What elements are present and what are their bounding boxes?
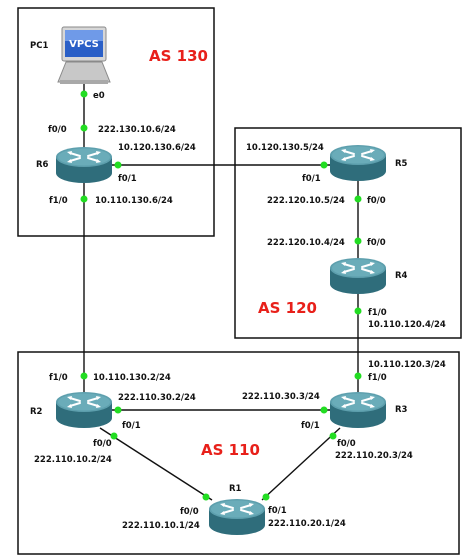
r1-f01-ip: 222.110.20.1/24	[268, 519, 346, 529]
pc1-name: PC1	[30, 41, 48, 51]
port-dot	[80, 124, 88, 132]
port-dot	[262, 493, 270, 501]
r2-f01-ip: 222.110.30.2/24	[118, 393, 196, 403]
router-r3[interactable]	[329, 391, 387, 429]
port-dot	[354, 237, 362, 245]
as110-boundary	[17, 351, 460, 555]
port-dots	[80, 90, 362, 501]
r5-name: R5	[395, 159, 408, 169]
pc1-device[interactable]: VPCS PC1	[30, 26, 111, 84]
r1-name: R1	[229, 484, 242, 494]
port-dot	[320, 406, 328, 414]
r2-f00-ip: 222.110.10.2/24	[34, 455, 112, 465]
port-dot	[354, 307, 362, 315]
link-r2-r1	[99, 427, 213, 501]
r3-f01-label: f0/1	[301, 421, 320, 431]
port-dot	[354, 195, 362, 203]
port-dot	[329, 432, 337, 440]
router-r4[interactable]	[329, 257, 387, 295]
router-icon	[55, 146, 113, 184]
port-dot	[320, 161, 328, 169]
r6-f10-label: f1/0	[49, 196, 68, 206]
r3-f10-label: f1/0	[368, 373, 387, 383]
port-dot	[354, 372, 362, 380]
interface-labels: e0 f0/0 222.130.10.6/24 10.120.130.6/24 …	[34, 91, 446, 531]
port-dot	[202, 493, 210, 501]
r6-f10-ip: 10.110.130.6/24	[95, 196, 173, 206]
pc1-screen-text: VPCS	[69, 39, 99, 50]
r2-f00-label: f0/0	[93, 439, 112, 449]
port-dot	[114, 406, 122, 414]
r5-f00-label: f0/0	[367, 196, 386, 206]
router-icon	[329, 144, 387, 182]
router-icon	[55, 391, 113, 429]
router-icon	[208, 498, 266, 536]
router-icon	[329, 257, 387, 295]
r4-f10-label: f1/0	[368, 308, 387, 318]
r6-name: R6	[36, 160, 49, 170]
r5-f01-ip: 10.120.130.5/24	[246, 143, 324, 153]
r1-f01-label: f0/1	[268, 506, 287, 516]
r3-f01-ip: 222.110.30.3/24	[242, 392, 320, 402]
router-r5[interactable]	[329, 144, 387, 182]
port-dot	[80, 90, 88, 98]
r6-f00-label: f0/0	[48, 125, 67, 135]
pc1-e0-label: e0	[93, 91, 105, 101]
r3-f00-ip: 222.110.20.3/24	[335, 451, 413, 461]
r2-f10-label: f1/0	[49, 373, 68, 383]
as130-label: AS 130	[149, 47, 208, 65]
r4-f00-label: f0/0	[367, 238, 386, 248]
r3-name: R3	[395, 405, 408, 415]
port-dot	[110, 432, 118, 440]
r2-name: R2	[30, 407, 43, 417]
as120-boundary	[234, 127, 462, 339]
as110-label: AS 110	[201, 441, 260, 459]
links	[83, 78, 359, 501]
router-icon	[329, 391, 387, 429]
r3-f10-ip: 10.110.120.3/24	[368, 360, 446, 370]
port-dot	[80, 372, 88, 380]
r4-name: R4	[395, 271, 408, 281]
router-r2[interactable]	[55, 391, 113, 429]
router-r1[interactable]	[208, 498, 266, 536]
r6-f01-ip: 10.120.130.6/24	[118, 143, 196, 153]
as120-label: AS 120	[258, 299, 317, 317]
r5-f01-label: f0/1	[302, 174, 321, 184]
r5-f00-ip: 222.120.10.5/24	[267, 196, 345, 206]
r1-f00-label: f0/0	[180, 507, 199, 517]
port-dot	[80, 195, 88, 203]
link-r3-r1	[261, 427, 341, 501]
r2-f01-label: f0/1	[122, 421, 141, 431]
port-dot	[114, 161, 122, 169]
r2-f10-ip: 10.110.130.2/24	[93, 373, 171, 383]
r1-f00-ip: 222.110.10.1/24	[122, 521, 200, 531]
r4-f00-ip: 222.120.10.4/24	[267, 238, 345, 248]
vpcs-pc-icon: VPCS	[57, 26, 111, 84]
r6-f01-label: f0/1	[118, 174, 137, 184]
router-r6[interactable]	[55, 146, 113, 184]
r4-f10-ip: 10.110.120.4/24	[368, 320, 446, 330]
r3-f00-label: f0/0	[337, 439, 356, 449]
r6-f00-ip: 222.130.10.6/24	[98, 125, 176, 135]
as130-boundary	[17, 7, 215, 237]
